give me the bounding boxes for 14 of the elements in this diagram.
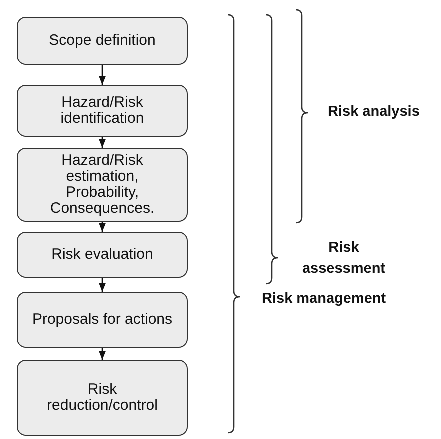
bracket-label: Risk management — [262, 290, 388, 309]
process-box: Hazard/Risk identification — [17, 85, 188, 137]
arrow — [98, 348, 106, 360]
arrow — [98, 278, 106, 292]
bracket-label: Risk assessment — [301, 239, 387, 279]
arrow — [98, 222, 106, 232]
arrow — [98, 65, 106, 85]
arrow — [98, 137, 106, 148]
process-box: Hazard/Risk estimation, Probability, Consequences. — [17, 148, 188, 222]
process-box: Risk reduction/control — [17, 360, 188, 436]
bracket-label: Risk analysis — [328, 103, 421, 122]
process-box: Proposals for actions — [17, 292, 188, 348]
process-box: Risk evaluation — [17, 232, 188, 278]
process-box: Scope definition — [17, 17, 188, 65]
